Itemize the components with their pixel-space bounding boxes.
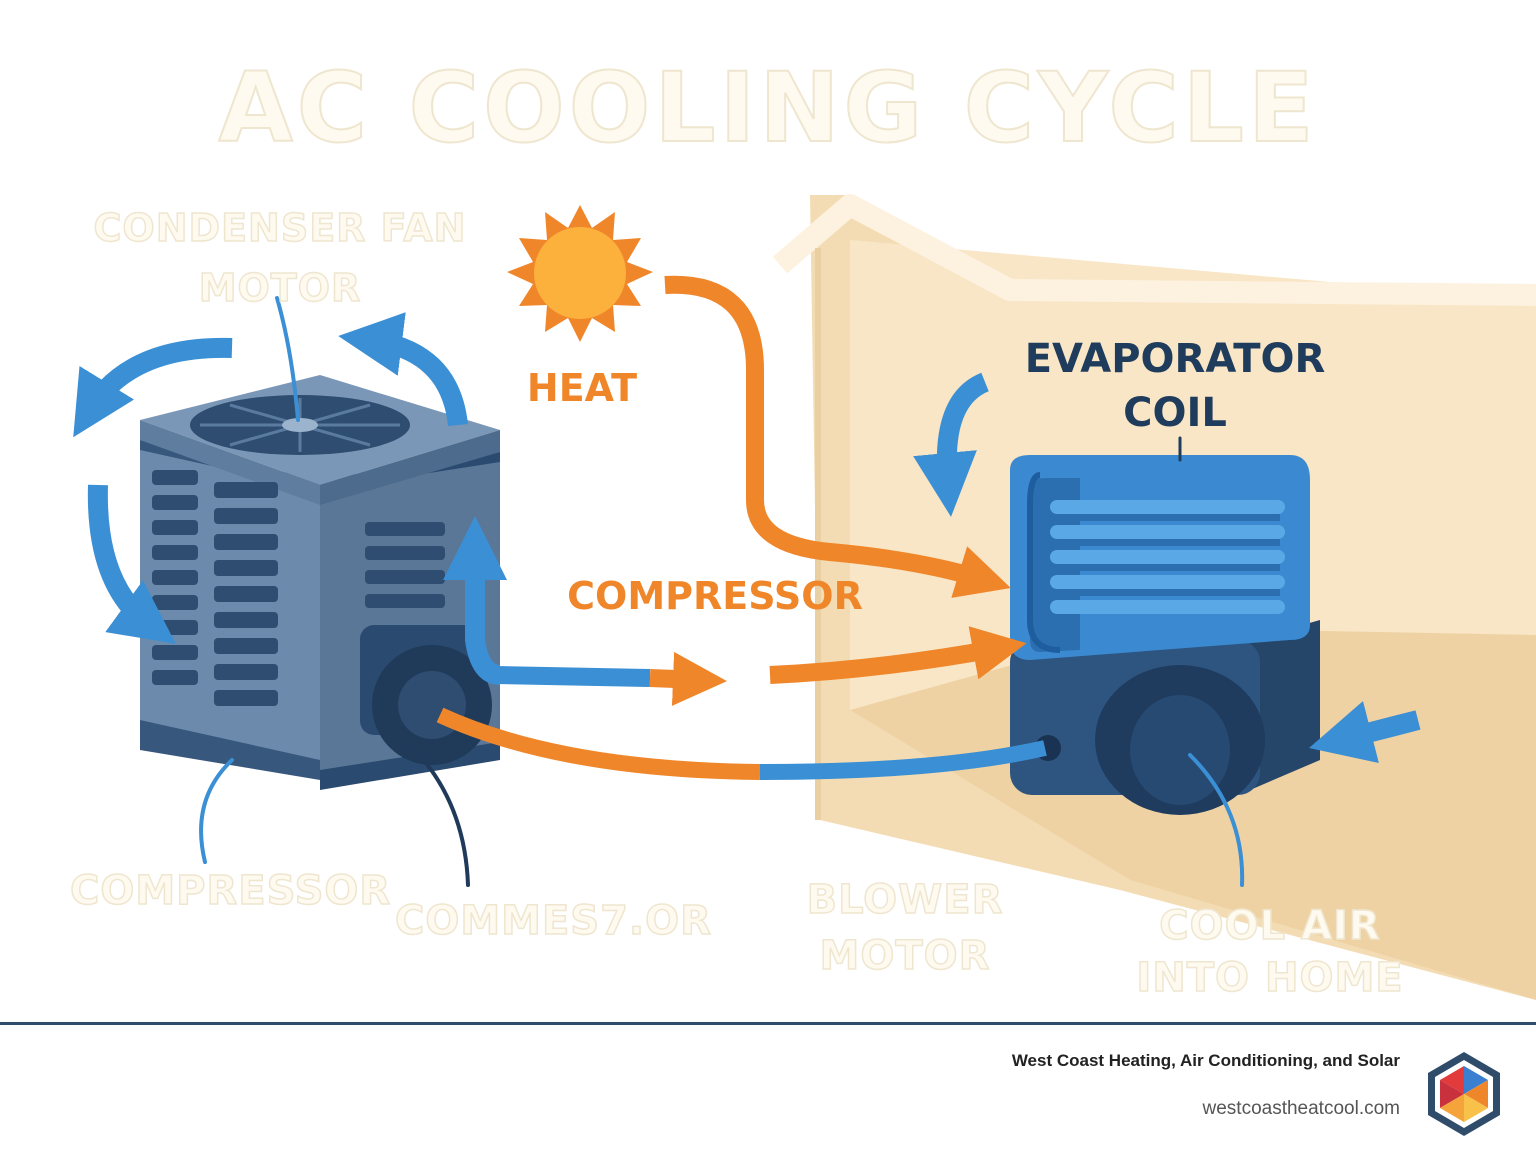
label-condenser-fan-motor-line-2: MOTOR [198, 265, 362, 311]
label-blower-motor-line-1: BLOWER [806, 876, 1004, 924]
label-blower-motor-line-2: MOTOR [819, 932, 991, 980]
evaporator-coil-unit [1010, 455, 1320, 815]
label-cool-air-line-1: COOL AIR [1159, 902, 1381, 950]
label-cool-air-into-home: COOL AIR INTO HOME [1120, 900, 1420, 1004]
label-evaporator-coil: EVAPORATOR COIL [1010, 332, 1340, 440]
footer-website-link[interactable]: westcoastheatcool.com [1202, 1098, 1401, 1119]
label-compressor: COMPRESSOR [69, 867, 392, 915]
sun-icon [507, 205, 653, 342]
label-blower-motor: BLOWER MOTOR [790, 872, 1020, 984]
label-commes7or: COMMES7.OR [394, 897, 712, 945]
diagram-art [73, 194, 1536, 1000]
logo-hexagon-icon [1428, 1052, 1500, 1136]
label-condenser-fan-motor: CONDENSER FAN MOTOR [60, 198, 500, 318]
label-compressor-center: COMPRESSOR [567, 574, 863, 618]
label-condenser-fan-motor-line-1: CONDENSER FAN [93, 205, 467, 251]
label-evaporator-coil-line-1: EVAPORATOR [1024, 336, 1326, 382]
diagram-title: AC COOLING CYCLE [217, 51, 1318, 165]
footer-divider [0, 1022, 1536, 1025]
label-heat: HEAT [526, 366, 638, 410]
label-evaporator-coil-line-2: COIL [1123, 390, 1227, 436]
label-cool-air-line-2: INTO HOME [1136, 954, 1404, 1002]
condenser-unit [140, 375, 500, 790]
footer-company-name: West Coast Heating, Air Conditioning, an… [1011, 1051, 1400, 1070]
